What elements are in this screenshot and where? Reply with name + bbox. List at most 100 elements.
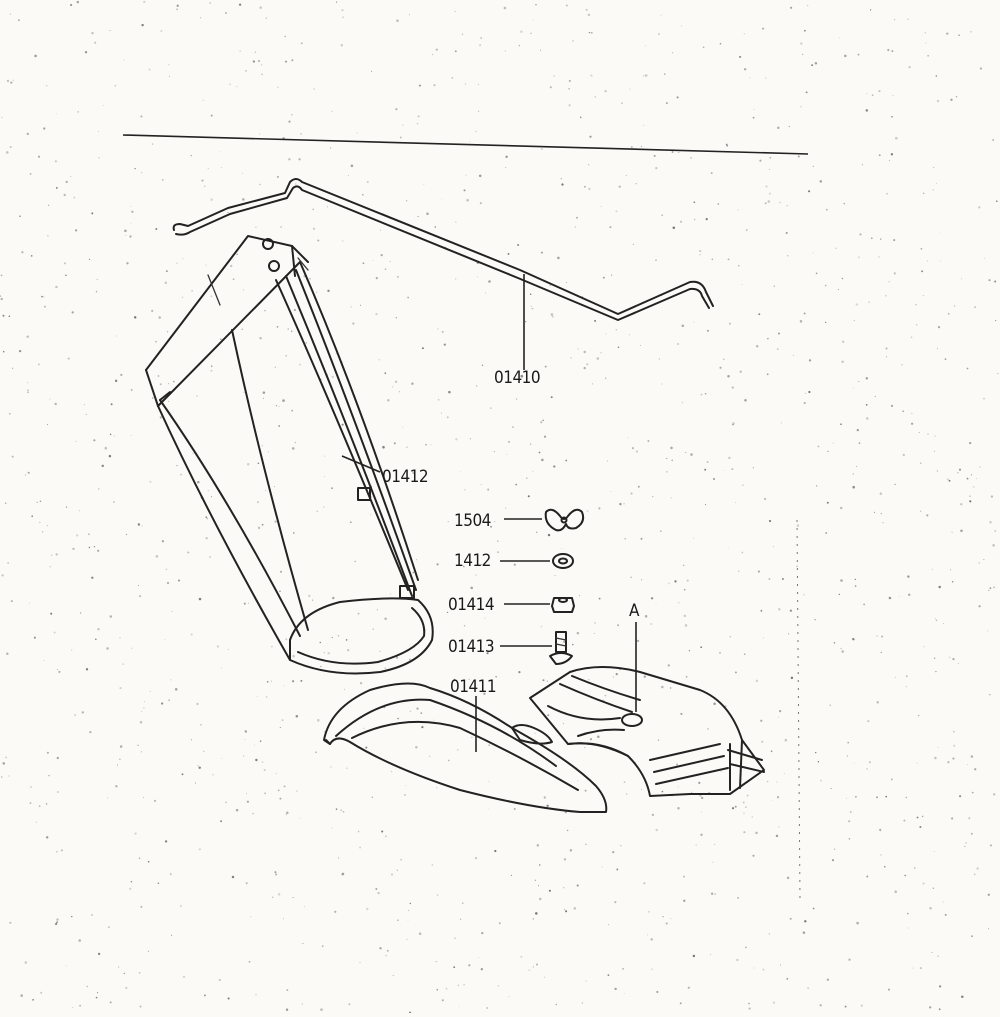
speckle: [167, 382, 170, 385]
speckle: [992, 139, 994, 141]
speckle: [207, 489, 209, 492]
speckle: [937, 955, 939, 957]
speckle: [779, 964, 781, 966]
speckle: [776, 348, 779, 350]
speckle: [279, 797, 282, 800]
speckle: [113, 501, 115, 503]
speckle: [378, 359, 380, 361]
speckle: [274, 520, 277, 523]
speckle: [568, 79, 571, 82]
speckle: [2, 762, 6, 765]
speckle: [854, 585, 857, 587]
speckle: [486, 1007, 489, 1009]
speckle: [573, 907, 577, 910]
speckle: [907, 593, 911, 597]
speckle: [950, 98, 953, 101]
speckle: [463, 984, 465, 986]
speckle: [335, 1, 338, 3]
speckle: [880, 651, 882, 654]
speckle: [288, 120, 291, 123]
speckle: [841, 277, 844, 280]
speckle: [670, 497, 672, 499]
speckle: [765, 77, 767, 79]
speckle: [890, 778, 893, 781]
speckle: [86, 985, 89, 988]
speckle: [291, 330, 293, 332]
speckle: [284, 60, 288, 63]
speckle: [732, 422, 735, 425]
speckle: [381, 830, 384, 833]
speckle: [361, 193, 364, 196]
speckle: [279, 727, 281, 729]
speckle: [200, 724, 202, 726]
speckle: [434, 226, 437, 228]
speckle: [347, 649, 350, 652]
speckle: [267, 451, 269, 453]
speckle: [9, 145, 12, 149]
speckle: [210, 295, 213, 297]
speckle: [243, 755, 245, 757]
speckle: [587, 13, 591, 17]
speckle: [781, 578, 784, 580]
speckle: [518, 670, 521, 674]
speckle: [785, 231, 788, 235]
speckle: [275, 873, 278, 876]
speckle: [436, 988, 439, 991]
speckle: [431, 864, 433, 866]
speckle: [97, 992, 99, 994]
speckle: [192, 452, 194, 454]
speckle: [961, 278, 962, 280]
speckle: [140, 905, 143, 908]
speckle: [513, 563, 516, 566]
speckle: [589, 135, 592, 138]
speckle: [454, 937, 456, 939]
speckle: [890, 404, 894, 408]
speckle: [176, 464, 178, 467]
speckle: [262, 391, 266, 394]
speckle: [302, 943, 304, 944]
speckle: [680, 712, 683, 715]
speckle: [316, 510, 318, 513]
speckle: [950, 569, 952, 571]
speckle: [125, 986, 128, 990]
speckle: [346, 767, 348, 770]
speckle: [618, 185, 621, 188]
speckle: [512, 426, 514, 429]
speckle: [372, 260, 374, 262]
speckle: [772, 1001, 776, 1004]
speckle: [938, 585, 941, 589]
speckle: [690, 453, 693, 456]
speckle: [865, 404, 868, 406]
speckle: [116, 335, 118, 337]
speckle: [396, 19, 399, 22]
speckle: [957, 662, 959, 664]
speckle: [461, 902, 464, 905]
speckle: [565, 459, 568, 462]
speckle: [470, 586, 473, 590]
speckle: [869, 9, 872, 11]
speckle: [205, 516, 208, 519]
speckle: [299, 363, 301, 366]
speckle: [421, 726, 424, 729]
speckle: [692, 954, 696, 958]
speckle: [581, 1002, 584, 1004]
speckle: [321, 945, 324, 947]
speckle: [598, 597, 601, 600]
speckle: [630, 146, 633, 148]
speckle: [717, 203, 720, 205]
speckle: [220, 151, 221, 153]
speckle: [317, 719, 320, 722]
speckle: [773, 546, 774, 547]
speckle: [778, 332, 780, 335]
speckle: [796, 524, 800, 527]
speckle: [916, 816, 919, 819]
speckle: [698, 781, 701, 785]
speckle: [576, 884, 579, 887]
speckle: [113, 435, 115, 437]
speckle: [762, 637, 764, 639]
speckle: [488, 808, 490, 810]
speckle: [719, 366, 722, 369]
speckle: [860, 1004, 863, 1007]
speckle: [46, 85, 48, 87]
speckle: [54, 160, 57, 163]
